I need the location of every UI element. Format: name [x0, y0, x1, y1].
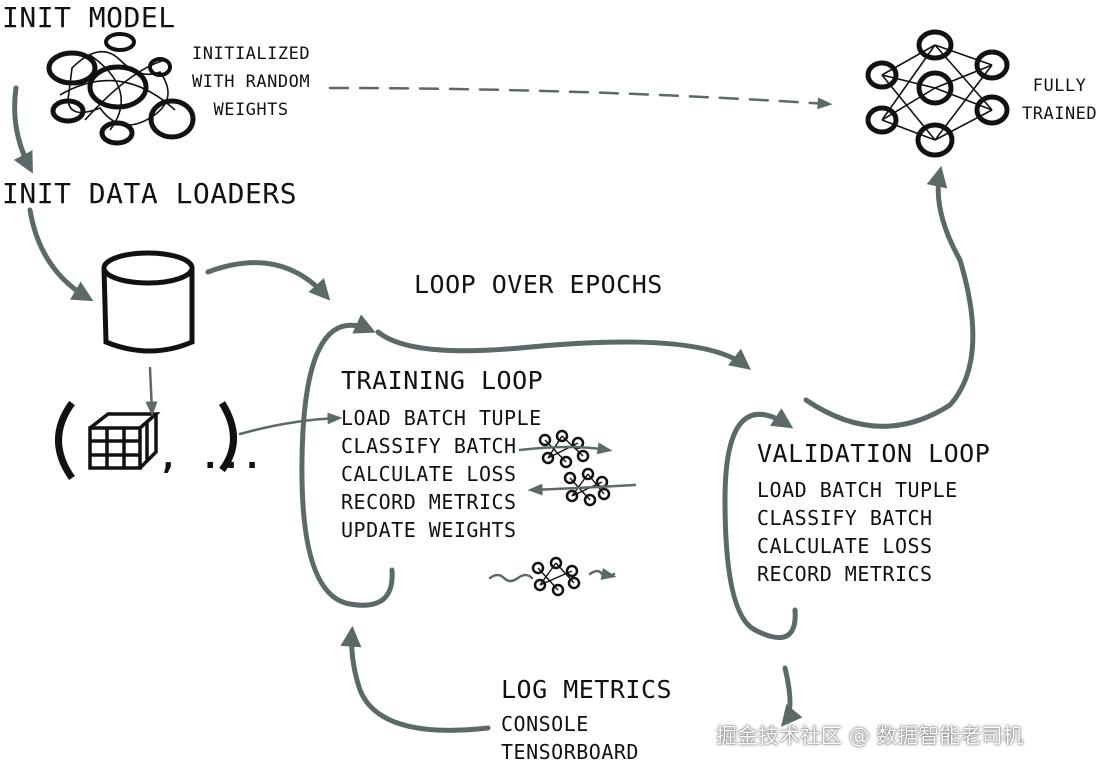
fully-trained-line: TRAINED	[1022, 104, 1098, 124]
data-store-icon	[101, 250, 195, 354]
init-model-label: INIT MODEL	[2, 1, 176, 34]
loss-in-arrow	[527, 483, 637, 496]
init-loaders-label: INIT DATA LOADERS	[2, 177, 298, 210]
validation-step: RECORD METRICS	[757, 562, 933, 586]
validation-step: CLASSIFY BATCH	[757, 506, 933, 530]
log-item: CONSOLE	[501, 712, 589, 736]
loaders-to-store-arrow	[27, 207, 94, 302]
small-network-icon	[538, 429, 590, 469]
init-to-trained-dashed-arrow	[328, 86, 833, 110]
init-note-line: INITIALIZED	[192, 44, 311, 64]
tuple-to-training-arrow	[238, 412, 343, 436]
train-to-validation-arrow	[375, 329, 751, 370]
training-step: LOAD BATCH TUPLE	[341, 406, 542, 430]
watermark: 掘金技术社区 @ 数据智能老司机	[716, 724, 1024, 748]
classify-out-arrow	[518, 442, 613, 455]
validation-steps: LOAD BATCH TUPLE CLASSIFY BATCH CALCULAT…	[757, 480, 958, 584]
batch-tuple-icon	[55, 400, 237, 481]
validation-step: CALCULATE LOSS	[757, 534, 933, 558]
training-step: CLASSIFY BATCH	[341, 434, 517, 458]
fully-trained-line: FULLY	[1032, 76, 1087, 96]
random-network-icon	[46, 32, 196, 146]
init-note-line: WITH RANDOM	[192, 72, 311, 92]
init-note-line: WEIGHTS	[213, 100, 289, 120]
validation-to-trained-arrow	[803, 165, 976, 429]
small-network-icon	[531, 556, 581, 597]
log-item: TENSORBOARD	[501, 740, 639, 764]
training-step: RECORD METRICS	[341, 490, 517, 514]
validation-loop-title: VALIDATION LOOP	[757, 439, 991, 468]
training-step: CALCULATE LOSS	[341, 462, 517, 486]
log-to-epoch-arrow	[340, 625, 491, 733]
validation-step: LOAD BATCH TUPLE	[757, 478, 958, 502]
store-to-tuple-arrow	[145, 366, 158, 417]
store-to-loop-arrow	[205, 260, 331, 301]
update-weights-arrow	[600, 568, 617, 580]
validation-to-log-arrow	[780, 665, 803, 727]
trained-network-icon	[865, 29, 1010, 158]
log-items: CONSOLE TENSORBOARD	[501, 714, 639, 762]
training-loop-bracket	[299, 314, 395, 608]
tuple-rest-label: , ...	[158, 437, 263, 477]
training-step: UPDATE WEIGHTS	[341, 518, 517, 542]
loop-epochs-label: LOOP OVER EPOCHS	[414, 270, 663, 299]
init-to-loaders-arrow	[12, 85, 33, 174]
training-steps: LOAD BATCH TUPLE CLASSIFY BATCH CALCULAT…	[341, 408, 542, 540]
init-note: INITIALIZED WITH RANDOM WEIGHTS	[192, 40, 310, 124]
log-metrics-title: LOG METRICS	[501, 675, 673, 704]
fully-trained-note: FULLY TRAINED	[1022, 72, 1097, 128]
validation-loop-bracket	[722, 408, 798, 641]
training-loop-title: TRAINING LOOP	[341, 366, 544, 395]
